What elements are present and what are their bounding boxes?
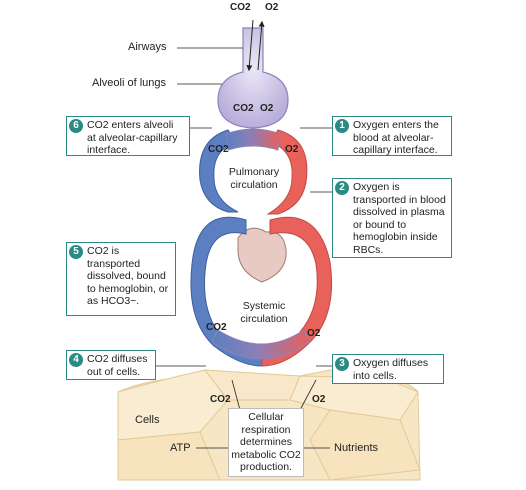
systemic-o2-label: O2 (307, 328, 321, 339)
step-6-number: 6 (69, 119, 83, 133)
pulmonary-co2-label: CO2 (208, 144, 229, 155)
step-6-box: 6 CO2 enters alveoli at alveolar-capilla… (66, 116, 190, 156)
cells-label: Cells (135, 414, 160, 426)
cellular-respiration-label: Cellular respiration determines metaboli… (228, 408, 304, 477)
pulmonary-loop (199, 128, 308, 215)
atp-label: ATP (170, 442, 191, 454)
step-5-text: CO2 is transported dissolved, bound to h… (87, 245, 169, 307)
step-1-text: Oxygen enters the blood at alveolar-capi… (353, 119, 439, 156)
step-6-text: CO2 enters alveoli at alveolar-capillary… (87, 119, 178, 156)
pulmonary-o2-label: O2 (285, 144, 299, 155)
pulmonary-circulation-label: Pulmonary circulation (228, 166, 280, 191)
step-5-number: 5 (69, 245, 83, 259)
alveoli-label: Alveoli of lungs (92, 77, 166, 89)
step-2-box: 2 Oxygen is transported in blood dissolv… (332, 178, 452, 258)
step-2-number: 2 (335, 181, 349, 195)
cell-o2-label: O2 (312, 394, 326, 405)
step-1-box: 1 Oxygen enters the blood at alveolar-ca… (332, 116, 452, 156)
systemic-loop (190, 216, 333, 367)
step-3-text: Oxygen diffuses into cells. (353, 357, 429, 382)
top-co2-label: CO2 (230, 2, 251, 13)
step-1-number: 1 (335, 119, 349, 133)
heart (237, 227, 287, 283)
systemic-co2-label: CO2 (206, 322, 227, 333)
alveoli-co2-label: CO2 (233, 103, 254, 114)
cell-co2-label: CO2 (210, 394, 231, 405)
step-3-number: 3 (335, 357, 349, 371)
airway (217, 19, 289, 129)
step-4-text: CO2 diffuses out of cells. (87, 353, 148, 378)
step-4-box: 4 CO2 diffuses out of cells. (66, 350, 156, 380)
airways-label: Airways (128, 41, 167, 53)
alveoli-o2-label: O2 (260, 103, 274, 114)
step-3-box: 3 Oxygen diffuses into cells. (332, 354, 444, 384)
nutrients-label: Nutrients (334, 442, 379, 454)
step-4-number: 4 (69, 353, 83, 367)
top-o2-label: O2 (265, 2, 279, 13)
step-5-box: 5 CO2 is transported dissolved, bound to… (66, 242, 176, 316)
step-2-text: Oxygen is transported in blood dissolved… (353, 181, 446, 256)
systemic-circulation-label: Systemic circulation (240, 300, 288, 325)
